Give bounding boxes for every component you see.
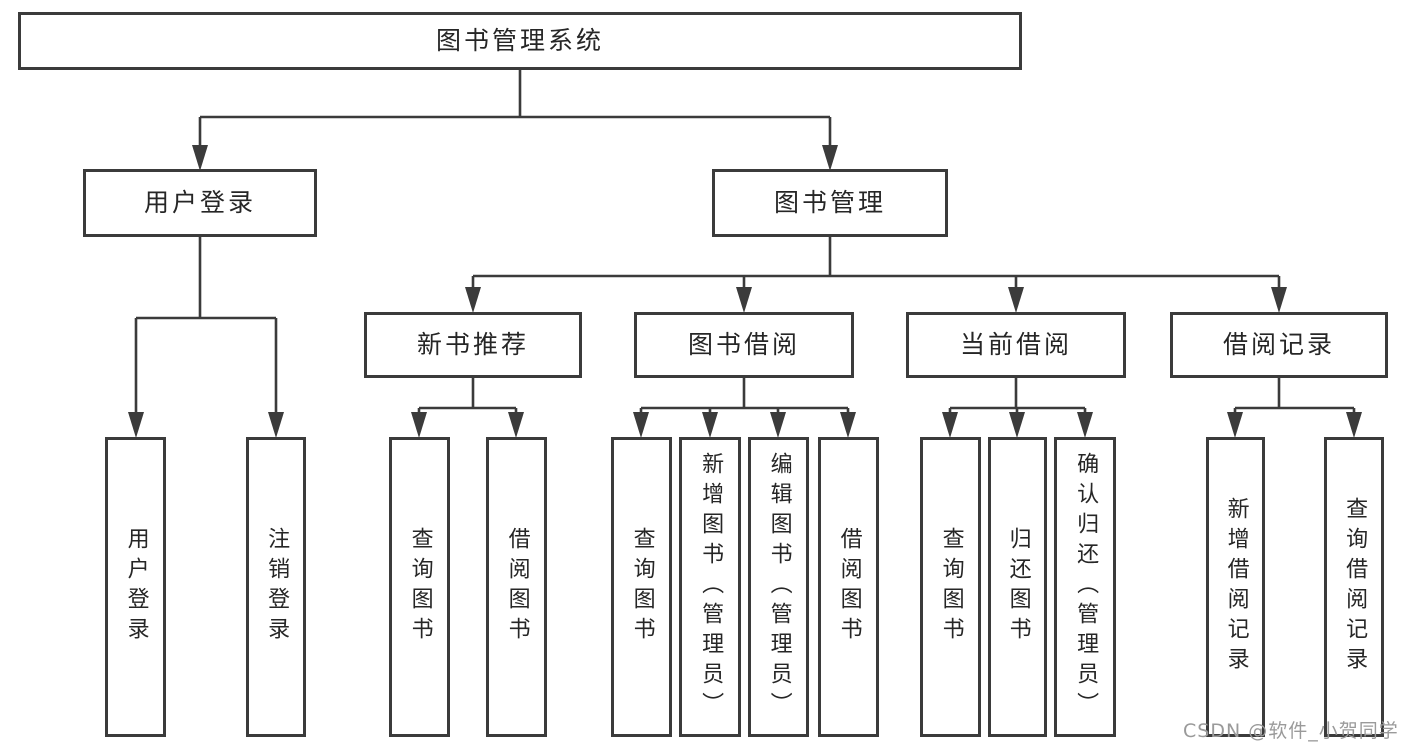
leaf-edit-book-admin: 编辑图书（管理员）	[748, 437, 809, 737]
node-new-book-recommendation: 新书推荐	[364, 312, 582, 378]
node-label: 编辑图书（管理员）	[766, 452, 792, 722]
arrowhead-icon	[840, 412, 856, 438]
node-label: 新增借阅记录	[1223, 497, 1249, 677]
arrowhead-icon	[633, 412, 649, 438]
node-label: 新书推荐	[416, 330, 529, 359]
arrowhead-icon	[770, 412, 786, 438]
arrowhead-icon	[268, 412, 284, 438]
node-book-borrowing: 图书借阅	[634, 312, 854, 378]
arrowhead-icon	[1227, 412, 1243, 438]
node-label: 注销登录	[264, 527, 290, 647]
arrowhead-icon	[736, 287, 752, 313]
leaf-borrow-books-borrowing: 借阅图书	[818, 437, 879, 737]
node-label: 借阅图书	[836, 527, 862, 647]
node-label: 用户登录	[143, 188, 256, 217]
arrowhead-icon	[1346, 412, 1362, 438]
node-label: 借阅记录	[1222, 330, 1335, 359]
node-current-borrowing: 当前借阅	[906, 312, 1126, 378]
node-borrowing-records: 借阅记录	[1170, 312, 1388, 378]
arrowhead-icon	[942, 412, 958, 438]
node-book-management: 图书管理	[712, 169, 948, 237]
arrowhead-icon	[411, 412, 427, 438]
leaf-user-login: 用户登录	[105, 437, 166, 737]
arrowhead-icon	[822, 145, 838, 171]
leaf-query-books-borrowing: 查询图书	[611, 437, 672, 737]
arrowhead-icon	[1009, 412, 1025, 438]
node-label: 归还图书	[1005, 527, 1031, 647]
leaf-confirm-return-admin: 确认归还（管理员）	[1054, 437, 1116, 737]
node-label: 查询图书	[629, 527, 655, 647]
node-label: 图书管理	[773, 188, 886, 217]
node-label: 图书借阅	[687, 330, 800, 359]
leaf-add-borrow-record: 新增借阅记录	[1206, 437, 1265, 737]
node-label: 用户登录	[123, 527, 149, 647]
leaf-logout: 注销登录	[246, 437, 306, 737]
arrowhead-icon	[465, 287, 481, 313]
node-label: 新增图书（管理员）	[698, 452, 724, 722]
node-label: 查询借阅记录	[1342, 497, 1368, 677]
leaf-add-book-admin: 新增图书（管理员）	[679, 437, 741, 737]
node-label: 图书管理系统	[435, 26, 604, 55]
arrowhead-icon	[702, 412, 718, 438]
arrowheads	[128, 145, 1362, 438]
leaf-query-books-current: 查询图书	[920, 437, 981, 737]
node-label: 确认归还（管理员）	[1073, 452, 1099, 722]
node-root: 图书管理系统	[18, 12, 1022, 70]
arrowhead-icon	[192, 145, 208, 171]
arrowhead-icon	[1008, 287, 1024, 313]
leaf-query-books-recommend: 查询图书	[389, 437, 450, 737]
node-label: 查询图书	[938, 527, 964, 647]
leaf-borrow-books-recommend: 借阅图书	[486, 437, 547, 737]
node-label: 当前借阅	[959, 330, 1072, 359]
node-user-login: 用户登录	[83, 169, 317, 237]
arrowhead-icon	[1271, 287, 1287, 313]
node-label: 查询图书	[407, 527, 433, 647]
leaf-query-borrow-record: 查询借阅记录	[1324, 437, 1384, 737]
arrowhead-icon	[508, 412, 524, 438]
arrowhead-icon	[128, 412, 144, 438]
node-label: 借阅图书	[504, 527, 530, 647]
watermark: CSDN @软件_小贺同学	[1183, 720, 1399, 742]
arrowhead-icon	[1077, 412, 1093, 438]
connector-paths	[134, 70, 1356, 414]
leaf-return-books: 归还图书	[988, 437, 1047, 737]
